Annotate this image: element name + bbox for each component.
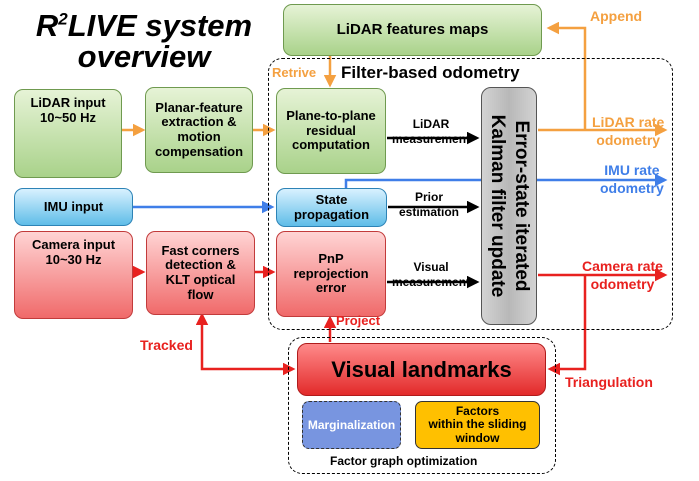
append-label: Append — [590, 8, 643, 24]
filter-based-odometry-group — [268, 58, 673, 330]
triangulation-label: Triangulation — [565, 374, 653, 390]
marginalization-node: Marginalization — [302, 401, 401, 449]
arrow-append — [546, 21, 587, 130]
project-label: Project — [336, 313, 381, 328]
arrow-tracked — [195, 312, 296, 376]
imu-input-node: IMU input — [14, 188, 133, 226]
lidar-features-maps-node: LiDAR features maps — [283, 4, 542, 56]
filter-based-odometry-label: Filter-based odometry — [341, 63, 520, 82]
factor-graph-label: Factor graph optimization — [330, 454, 478, 468]
error-state-ikf-node — [481, 87, 537, 325]
arrow-imu-rate-output — [344, 173, 668, 189]
title-line-1: R2LIVE system — [35, 8, 253, 43]
tracked-label: Tracked — [140, 337, 193, 353]
visual-landmarks-node: Visual landmarks — [297, 343, 546, 396]
title-line-2: overview — [77, 39, 211, 74]
retrive-label: Retrive — [272, 65, 317, 80]
factor-graph-group — [288, 337, 556, 474]
diagram-title: R2LIVE system overview — [14, 10, 274, 72]
arrow-triangulation — [547, 275, 587, 376]
